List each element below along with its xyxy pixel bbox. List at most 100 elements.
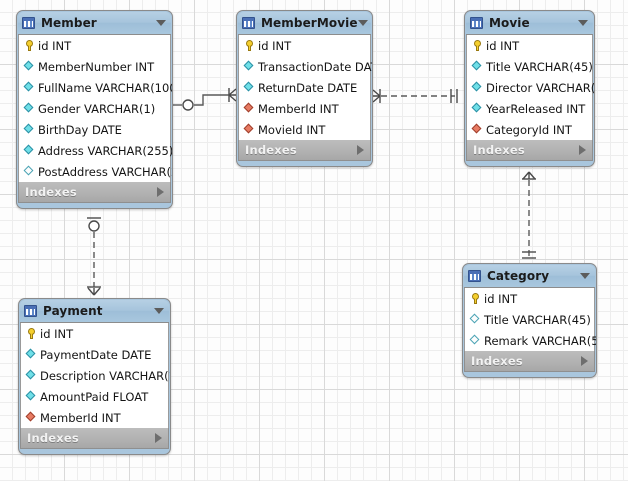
- table-header-payment[interactable]: Payment: [20, 300, 169, 323]
- column-row[interactable]: MovieId INT: [239, 119, 370, 140]
- column-row[interactable]: BirthDay DATE: [19, 119, 170, 140]
- column-row[interactable]: Remark VARCHAR(500): [465, 330, 596, 351]
- column-label: MovieId INT: [258, 122, 326, 137]
- relation-member-payment: [87, 217, 101, 296]
- filled-diamond-icon: [26, 349, 37, 360]
- indexes-label: Indexes: [473, 143, 525, 157]
- indexes-label: Indexes: [245, 143, 297, 157]
- key-icon: [472, 40, 483, 51]
- red-diamond-icon: [472, 124, 483, 135]
- table-name: Payment: [43, 304, 103, 318]
- chevron-down-icon[interactable]: [580, 273, 590, 279]
- filled-diamond-icon: [26, 370, 37, 381]
- column-label: MemberId INT: [258, 101, 339, 116]
- column-label: Title VARCHAR(45): [486, 59, 593, 74]
- filled-diamond-icon: [244, 82, 255, 93]
- column-row[interactable]: PostAddress VARCHAR(255): [19, 161, 172, 182]
- hollow-diamond-icon: [470, 335, 481, 346]
- column-row[interactable]: PaymentDate DATE: [21, 344, 168, 365]
- red-diamond-icon: [26, 412, 37, 423]
- column-label: PaymentDate DATE: [40, 347, 152, 362]
- column-row[interactable]: FullName VARCHAR(100): [19, 77, 173, 98]
- column-label: BirthDay DATE: [38, 122, 122, 137]
- column-row[interactable]: Description VARCHAR(100): [21, 365, 170, 386]
- column-label: FullName VARCHAR(100): [38, 80, 173, 95]
- chevron-down-icon[interactable]: [357, 20, 368, 26]
- table-header-movie[interactable]: Movie: [466, 12, 593, 35]
- table-category[interactable]: Category id INT Title VARCHAR(45)Remark VA…: [462, 263, 597, 378]
- relation-movie-category: [522, 171, 536, 259]
- table-icon: [22, 17, 35, 29]
- hollow-diamond-icon: [470, 314, 481, 325]
- column-row[interactable]: AmountPaid FLOAT: [21, 386, 168, 407]
- column-label: id INT: [38, 38, 72, 53]
- column-row[interactable]: TransactionDate DATE: [239, 56, 372, 77]
- column-row[interactable]: id INT: [467, 35, 592, 56]
- column-label: Description VARCHAR(100): [40, 368, 170, 383]
- column-list: id INT Title VARCHAR(45)Remark VARCHAR(50…: [464, 288, 596, 351]
- red-diamond-icon: [244, 103, 255, 114]
- table-movie[interactable]: Movie id INT Title VARCHAR(45) Director VAR…: [464, 10, 595, 167]
- table-icon: [24, 305, 37, 317]
- column-row[interactable]: YearReleased INT: [467, 98, 592, 119]
- chevron-down-icon[interactable]: [578, 20, 588, 26]
- indexes-bar-movie[interactable]: Indexes: [466, 140, 593, 161]
- table-membermovie[interactable]: MemberMovie id INT TransactionDate DATE Ret…: [236, 10, 373, 167]
- relation-membermovie-movie: [372, 89, 458, 103]
- table-header-membermovie[interactable]: MemberMovie: [238, 12, 371, 35]
- filled-diamond-icon: [24, 124, 35, 135]
- table-payment[interactable]: Payment id INT PaymentDate DATE Description…: [18, 298, 171, 455]
- column-label: id INT: [258, 38, 292, 53]
- table-header-category[interactable]: Category: [464, 265, 595, 288]
- column-row[interactable]: MemberNumber INT: [19, 56, 170, 77]
- chevron-right-icon[interactable]: [581, 356, 588, 366]
- column-list: id INT PaymentDate DATE Description VARCHA…: [20, 323, 170, 428]
- filled-diamond-icon: [24, 103, 35, 114]
- column-row[interactable]: Address VARCHAR(255): [19, 140, 172, 161]
- column-row[interactable]: id INT: [21, 323, 168, 344]
- hollow-diamond-icon: [24, 166, 35, 177]
- column-row[interactable]: Director VARCHAR(45): [467, 77, 595, 98]
- indexes-bar-membermovie[interactable]: Indexes: [238, 140, 371, 161]
- column-label: Gender VARCHAR(1): [38, 101, 156, 116]
- column-label: id INT: [484, 291, 518, 306]
- indexes-label: Indexes: [25, 185, 77, 199]
- column-row[interactable]: ReturnDate DATE: [239, 77, 370, 98]
- table-name: Movie: [489, 16, 530, 30]
- chevron-right-icon[interactable]: [157, 187, 164, 197]
- filled-diamond-icon: [244, 61, 255, 72]
- table-header-member[interactable]: Member: [18, 12, 171, 35]
- column-list: id INT TransactionDate DATE ReturnDate DAT…: [238, 35, 372, 140]
- column-row[interactable]: Title VARCHAR(45): [467, 56, 593, 77]
- column-row[interactable]: MemberId INT: [21, 407, 168, 428]
- chevron-down-icon[interactable]: [154, 308, 164, 314]
- column-label: MemberNumber INT: [38, 59, 155, 74]
- filled-diamond-icon: [24, 61, 35, 72]
- column-label: id INT: [486, 38, 520, 53]
- column-row[interactable]: Title VARCHAR(45): [465, 309, 594, 330]
- table-name: MemberMovie: [261, 16, 358, 30]
- indexes-bar-member[interactable]: Indexes: [18, 182, 171, 203]
- column-row[interactable]: id INT: [19, 35, 170, 56]
- indexes-bar-category[interactable]: Indexes: [464, 351, 595, 372]
- column-label: PostAddress VARCHAR(255): [38, 164, 172, 179]
- column-label: ReturnDate DATE: [258, 80, 358, 95]
- column-list: id INT Title VARCHAR(45) Director VARCHAR(…: [466, 35, 595, 140]
- chevron-right-icon[interactable]: [579, 145, 586, 155]
- column-label: Director VARCHAR(45): [486, 80, 595, 95]
- chevron-right-icon[interactable]: [357, 145, 364, 155]
- column-label: CategoryId INT: [486, 122, 572, 137]
- column-row[interactable]: MemberId INT: [239, 98, 370, 119]
- column-row[interactable]: Gender VARCHAR(1): [19, 98, 170, 119]
- indexes-bar-payment[interactable]: Indexes: [20, 428, 169, 449]
- column-row[interactable]: id INT: [465, 288, 594, 309]
- column-row[interactable]: id INT: [239, 35, 370, 56]
- chevron-down-icon[interactable]: [156, 20, 166, 26]
- column-row[interactable]: CategoryId INT: [467, 119, 592, 140]
- table-member[interactable]: Member id INT MemberNumber INT FullName VAR…: [16, 10, 173, 209]
- chevron-right-icon[interactable]: [155, 433, 162, 443]
- column-label: id INT: [40, 326, 74, 341]
- table-icon: [468, 270, 481, 282]
- table-icon: [470, 17, 483, 29]
